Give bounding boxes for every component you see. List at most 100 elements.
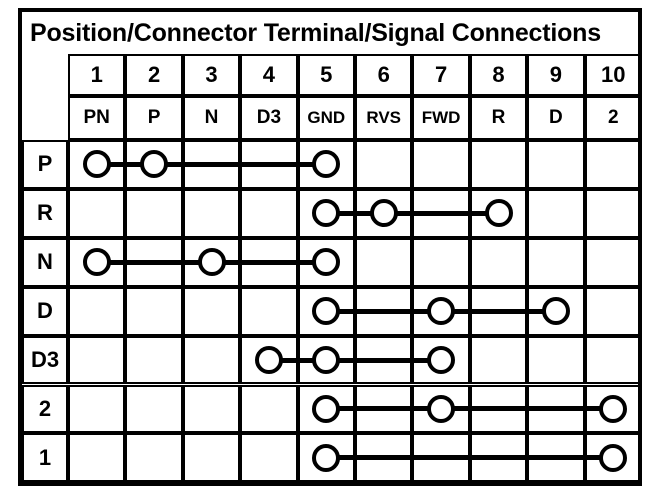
connection-cell <box>297 140 355 189</box>
connection-cell <box>412 237 470 287</box>
signal-name-header: R <box>469 96 528 140</box>
connection-cell <box>355 237 413 287</box>
connection-cell <box>527 384 585 434</box>
connection-cell <box>412 384 470 434</box>
signal-name-header: GND <box>297 96 355 140</box>
connection-cell <box>240 335 298 385</box>
connection-cell <box>125 286 183 336</box>
connection-cell <box>527 286 585 336</box>
connection-cell <box>527 237 585 287</box>
terminal-number-header: 4 <box>240 54 298 96</box>
connection-cell <box>469 384 528 434</box>
connection-cell <box>68 237 126 287</box>
connection-cell <box>584 188 642 238</box>
connection-cell <box>240 237 298 287</box>
signal-name-header: PN <box>68 96 126 140</box>
connection-cell <box>125 140 183 189</box>
signal-name-header: D3 <box>240 96 298 140</box>
terminal-number-header: 5 <box>297 54 355 96</box>
connection-cell <box>412 286 470 336</box>
connection-cell <box>297 335 355 385</box>
connection-cell <box>469 237 528 287</box>
connection-cell <box>240 433 298 483</box>
connection-cell <box>182 384 241 434</box>
position-row-label: P <box>22 140 68 189</box>
connection-cell <box>527 140 585 189</box>
connection-cell <box>68 286 126 336</box>
connection-cell <box>469 286 528 336</box>
signal-name-header: FWD <box>412 96 470 140</box>
connection-cell <box>355 286 413 336</box>
connection-cell <box>584 237 642 287</box>
connection-cell <box>584 140 642 189</box>
connection-cell <box>182 140 241 189</box>
connection-cell <box>412 140 470 189</box>
connection-cell <box>240 384 298 434</box>
connection-cell <box>527 188 585 238</box>
signal-name-header: P <box>125 96 183 140</box>
connection-cell <box>412 188 470 238</box>
connection-cell <box>68 384 126 434</box>
connection-cell <box>182 286 241 336</box>
terminal-number-header: 10 <box>584 54 642 96</box>
connection-cell <box>355 433 413 483</box>
terminal-number-header: 3 <box>182 54 241 96</box>
connection-cell <box>527 335 585 385</box>
connection-cell <box>584 384 642 434</box>
position-row-label: R <box>22 188 68 238</box>
connection-cell <box>469 433 528 483</box>
connection-cell <box>469 188 528 238</box>
connection-cell <box>182 188 241 238</box>
connection-cell <box>355 188 413 238</box>
position-row-label: 2 <box>22 384 68 434</box>
connection-cell <box>125 384 183 434</box>
connection-cell <box>355 335 413 385</box>
connection-cell <box>68 140 126 189</box>
signal-name-header: 2 <box>584 96 642 140</box>
position-row-label: N <box>22 237 68 287</box>
connection-cell <box>412 433 470 483</box>
connection-cell <box>240 188 298 238</box>
position-row-label: 1 <box>22 433 68 483</box>
connection-cell <box>584 335 642 385</box>
signal-name-header: RVS <box>355 96 413 140</box>
signal-name-header: D <box>527 96 585 140</box>
connection-cell <box>469 335 528 385</box>
terminal-number-header: 9 <box>527 54 585 96</box>
connection-cell <box>584 286 642 336</box>
connection-cell <box>68 335 126 385</box>
connection-cell <box>182 237 241 287</box>
connection-cell <box>125 188 183 238</box>
connection-cell <box>297 286 355 336</box>
connection-cell <box>355 140 413 189</box>
connection-cell <box>125 433 183 483</box>
terminal-number-header: 2 <box>125 54 183 96</box>
terminal-number-header: 7 <box>412 54 470 96</box>
terminal-number-header: 8 <box>469 54 528 96</box>
connection-chart: Position/Connector Terminal/Signal Conne… <box>18 8 642 486</box>
terminal-number-header: 1 <box>68 54 126 96</box>
signal-name-header: N <box>182 96 241 140</box>
connection-cell <box>182 433 241 483</box>
connection-cell <box>240 286 298 336</box>
connection-cell <box>584 433 642 483</box>
connection-cell <box>125 237 183 287</box>
page-title: Position/Connector Terminal/Signal Conne… <box>30 18 601 47</box>
connection-cell <box>297 237 355 287</box>
connection-cell <box>469 140 528 189</box>
terminal-number-header: 6 <box>355 54 413 96</box>
connection-cell <box>182 335 241 385</box>
connection-cell <box>68 433 126 483</box>
connection-cell <box>125 335 183 385</box>
connection-cell <box>297 384 355 434</box>
connection-cell <box>240 140 298 189</box>
position-row-label: D <box>22 286 68 336</box>
connection-cell <box>527 433 585 483</box>
connection-cell <box>297 433 355 483</box>
connection-cell <box>355 384 413 434</box>
position-row-label: D3 <box>22 335 68 385</box>
connection-cell <box>68 188 126 238</box>
connection-cell <box>297 188 355 238</box>
connection-cell <box>412 335 470 385</box>
